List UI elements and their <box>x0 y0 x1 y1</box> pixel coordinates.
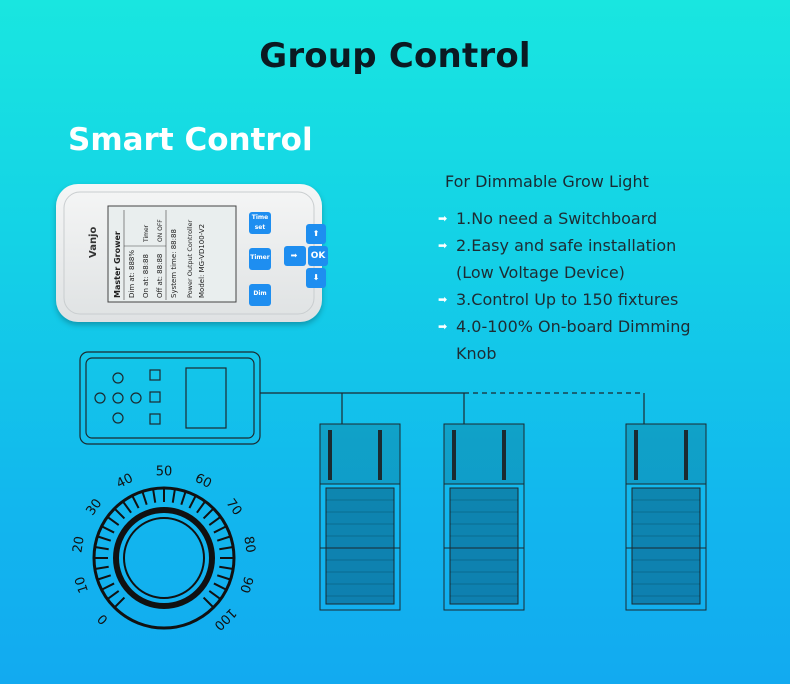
feature-text: 3.Control Up to 150 fixtures <box>456 290 679 309</box>
dial-tick <box>141 491 148 506</box>
dial-tick <box>202 596 215 609</box>
dial-tick <box>202 507 215 520</box>
dial-tick <box>106 590 120 600</box>
dial-tick <box>131 495 140 509</box>
screen-on: On at: 88:88 <box>142 254 150 298</box>
dial-tick <box>94 546 109 551</box>
dial-tick-label: 100 <box>211 605 239 633</box>
screen-system-time: System time: 88:88 <box>170 229 178 298</box>
screen-onoff: ON OFF <box>157 219 164 242</box>
dial-tick-label: 10 <box>73 574 92 594</box>
dial-tick <box>97 535 112 542</box>
dial-tick <box>213 525 227 534</box>
brand-logo: Vanjo <box>88 227 99 258</box>
arrow-right-icon: ➡ <box>438 212 448 225</box>
timer-button[interactable]: Timer <box>249 248 271 270</box>
dial-tick-label: 70 <box>223 496 245 518</box>
controller-device: Vanjo Master Grower Dim at: 888% On at: … <box>56 184 328 322</box>
light-fixture <box>319 423 401 611</box>
dial-tick <box>152 488 157 503</box>
dial-tick <box>188 495 197 509</box>
feature-heading: For Dimmable Grow Light <box>445 172 649 191</box>
controller-outline <box>79 351 261 445</box>
dial-tick <box>216 535 231 542</box>
screen-product-name: Power Output Controller <box>186 219 194 298</box>
dial-tick <box>213 582 227 591</box>
dial-tick <box>208 516 222 526</box>
feature-item: (Low Voltage Device) <box>436 259 776 286</box>
feature-text: Knob <box>456 344 497 363</box>
dial-tick <box>113 507 126 520</box>
dial-tick <box>94 565 109 570</box>
arrow-right-icon: ➡ <box>438 239 448 252</box>
dial-tick-label: 90 <box>236 574 255 594</box>
screen-dim: Dim at: 888% <box>128 250 136 298</box>
arrow-right-button[interactable]: ➡ <box>284 246 304 266</box>
dial-tick-label: 30 <box>83 496 105 518</box>
feature-item: ➡ 2.Easy and safe installation <box>436 232 776 259</box>
arrow-right-icon: ➡ <box>438 320 448 333</box>
arrow-down-button[interactable]: ⬇ <box>306 268 326 288</box>
screen-off: Off at: 88:88 <box>156 254 164 298</box>
section-subtitle: Smart Control <box>68 122 313 158</box>
feature-item: ➡ 4.0-100% On-board Dimming <box>436 313 776 340</box>
ok-button[interactable]: OK <box>308 246 328 266</box>
dial-tick-label: 40 <box>114 471 136 492</box>
dial-tick <box>208 590 222 600</box>
feature-text: (Low Voltage Device) <box>456 263 625 282</box>
dial-tick <box>106 516 120 526</box>
feature-item: ➡ 3.Control Up to 150 fixtures <box>436 286 776 313</box>
dial-tick <box>219 546 234 551</box>
feature-text: 2.Easy and safe installation <box>456 236 677 255</box>
time-set-button[interactable]: Time set <box>249 212 271 234</box>
controller-graphic: Vanjo Master Grower Dim at: 888% On at: … <box>63 191 315 315</box>
feature-text: 4.0-100% On-board Dimming <box>456 317 691 336</box>
dial-tick-label: 0 <box>95 611 111 627</box>
feature-list: For Dimmable Grow Light ➡ 1.No need a Swi… <box>436 172 776 367</box>
arrow-down-icon: ⬇ <box>312 273 320 282</box>
dim-button[interactable]: Dim <box>249 284 271 306</box>
light-fixture <box>625 423 707 611</box>
dial-tick <box>219 565 234 570</box>
dial-tick <box>171 488 176 503</box>
dial-tick <box>101 582 115 591</box>
screen-model: Model: MG-VD100-V2 <box>198 224 206 298</box>
dial-tick-label: 60 <box>192 471 214 492</box>
dial-tick <box>196 500 206 514</box>
dial-tick <box>97 574 112 581</box>
arrow-up-icon: ⬆ <box>312 229 320 238</box>
dial-tick-label: 80 <box>240 535 257 554</box>
page-title: Group Control <box>259 36 531 76</box>
dial-tick <box>180 491 187 506</box>
dial-tick-label: 20 <box>70 535 87 554</box>
feature-text: 1.No need a Switchboard <box>456 209 658 228</box>
arrow-right-icon: ➡ <box>438 293 448 306</box>
arrow-right-icon: ➡ <box>290 251 298 260</box>
feature-item: Knob <box>436 340 776 367</box>
dial-tick-label: 50 <box>156 465 173 480</box>
dial-tick <box>122 500 132 514</box>
dimming-dial <box>92 486 236 630</box>
dial-tick <box>216 574 231 581</box>
arrow-up-button[interactable]: ⬆ <box>306 224 326 244</box>
dial-tick <box>101 525 115 534</box>
screen-model-line: Master Grower <box>113 231 122 298</box>
screen-timer: Timer <box>143 224 150 243</box>
feature-item: ➡ 1.No need a Switchboard <box>436 205 776 232</box>
dial-tick <box>113 596 126 609</box>
light-fixture <box>443 423 525 611</box>
